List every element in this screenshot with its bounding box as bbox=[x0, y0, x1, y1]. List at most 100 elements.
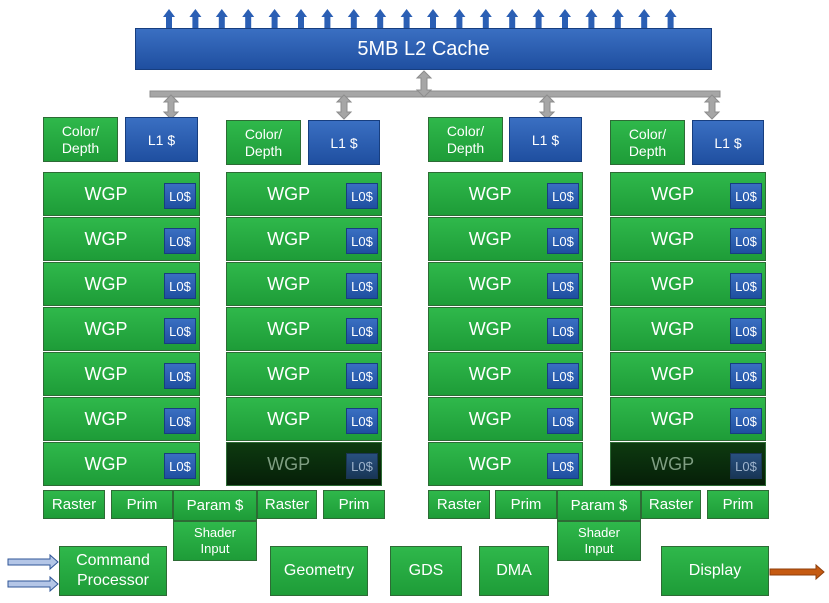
l0-cache: L0$ bbox=[164, 453, 196, 479]
wgp-block: WGP L0$ bbox=[428, 307, 583, 351]
geometry-block: Geometry bbox=[270, 546, 368, 596]
param-cache-2: Param $ bbox=[557, 490, 641, 521]
wgp-label: WGP bbox=[468, 273, 512, 294]
l0-cache: L0$ bbox=[164, 228, 196, 254]
wgp-label: WGP bbox=[84, 363, 128, 384]
color-depth-block: Color/ Depth bbox=[428, 117, 503, 162]
wgp-label: WGP bbox=[468, 453, 512, 474]
l0-cache: L0$ bbox=[164, 363, 196, 389]
output-arrow-icon bbox=[268, 9, 281, 28]
l1-cache-label: L1 $ bbox=[330, 134, 358, 151]
l0-cache: L0$ bbox=[346, 228, 378, 254]
prim-block-1: Prim bbox=[111, 490, 173, 519]
wgp-block: WGP L0$ bbox=[43, 217, 200, 261]
l0-cache: L0$ bbox=[547, 318, 579, 344]
raster-label: Raster bbox=[436, 496, 482, 513]
l0-cache: L0$ bbox=[547, 453, 579, 479]
output-arrow-icon bbox=[163, 9, 175, 28]
output-arrow-icon bbox=[453, 9, 466, 28]
output-arrow-icon bbox=[400, 9, 413, 28]
color-depth-block: Color/ Depth bbox=[43, 117, 118, 162]
shader-input-label: Shader Input bbox=[194, 525, 236, 556]
wgp-label: WGP bbox=[468, 228, 512, 249]
output-arrow-icon bbox=[769, 563, 825, 581]
wgp-block: WGP L0$ bbox=[428, 442, 583, 486]
wgp-label: WGP bbox=[267, 318, 311, 339]
l0-cache: L0$ bbox=[164, 273, 196, 299]
command-processor: Command Processor bbox=[59, 546, 167, 596]
prim-block-4: Prim bbox=[707, 490, 769, 519]
wgp-label: WGP bbox=[267, 408, 311, 429]
wgp-label: WGP bbox=[84, 408, 128, 429]
raster-block-4: Raster bbox=[641, 490, 701, 519]
l1-cache: L1 $ bbox=[125, 117, 198, 162]
wgp-block: WGP L0$ bbox=[428, 397, 583, 441]
wgp-block: WGP L0$ bbox=[226, 172, 382, 216]
gds-block: GDS bbox=[390, 546, 462, 596]
wgp-block: WGP L0$ bbox=[226, 307, 382, 351]
l0-cache: L0$ bbox=[547, 363, 579, 389]
wgp-label: WGP bbox=[84, 228, 128, 249]
shader-input-1: Shader Input bbox=[173, 521, 257, 561]
wgp-label: WGP bbox=[651, 453, 695, 474]
wgp-label: WGP bbox=[468, 408, 512, 429]
l0-cache: L0$ bbox=[730, 183, 762, 209]
l1-cache-label: L1 $ bbox=[714, 134, 742, 151]
color-depth-label: Color/ Depth bbox=[446, 122, 485, 156]
prim-label: Prim bbox=[126, 496, 158, 513]
l0-cache: L0$ bbox=[730, 318, 762, 344]
output-arrow-icon bbox=[189, 9, 202, 28]
l0-cache: L0$ bbox=[164, 183, 196, 209]
dma-label: DMA bbox=[496, 562, 532, 579]
wgp-block: WGP L0$ bbox=[43, 352, 200, 396]
l0-cache: L0$ bbox=[164, 408, 196, 434]
wgp-label: WGP bbox=[267, 183, 311, 204]
wgp-block: WGP L0$ bbox=[226, 397, 382, 441]
display-label: Display bbox=[688, 562, 742, 579]
raster-block-1: Raster bbox=[43, 490, 105, 519]
input-arrow-icon bbox=[7, 575, 59, 593]
l1-link-arrow-icon bbox=[162, 94, 180, 120]
l0-cache: L0$ bbox=[346, 363, 378, 389]
output-arrow-icon bbox=[506, 9, 519, 28]
l0-cache: L0$ bbox=[730, 363, 762, 389]
output-arrow-icon bbox=[242, 9, 255, 28]
output-arrow-icon bbox=[585, 9, 598, 28]
color-depth-label: Color/ Depth bbox=[628, 125, 667, 159]
l0-cache: L0$ bbox=[164, 318, 196, 344]
wgp-block: WGP L0$ bbox=[43, 442, 200, 486]
geometry-label: Geometry bbox=[283, 562, 355, 579]
prim-label: Prim bbox=[510, 496, 542, 513]
wgp-block: WGP L0$ bbox=[610, 172, 766, 216]
shader-input-label: Shader Input bbox=[578, 525, 620, 556]
command-processor-label: Command Processor bbox=[76, 552, 150, 589]
wgp-label: WGP bbox=[651, 273, 695, 294]
output-arrow-icon bbox=[347, 9, 360, 28]
l2-link-arrow-icon bbox=[415, 70, 433, 98]
wgp-block: WGP L0$ bbox=[43, 397, 200, 441]
wgp-label: WGP bbox=[468, 318, 512, 339]
l1-link-arrow-icon bbox=[538, 94, 556, 120]
l0-cache: L0$ bbox=[346, 408, 378, 434]
wgp-label: WGP bbox=[651, 183, 695, 204]
l0-cache: L0$ bbox=[346, 318, 378, 344]
l0-cache: L0$ bbox=[547, 408, 579, 434]
l0-cache: L0$ bbox=[346, 183, 378, 209]
l0-cache: L0$ bbox=[346, 273, 378, 299]
wgp-label: WGP bbox=[84, 453, 128, 474]
param-cache-label: Param $ bbox=[186, 497, 244, 514]
l1-link-arrow-icon bbox=[335, 94, 353, 120]
l1-cache-label: L1 $ bbox=[147, 131, 176, 148]
wgp-label: WGP bbox=[267, 453, 311, 474]
l0-cache: L0$ bbox=[730, 228, 762, 254]
